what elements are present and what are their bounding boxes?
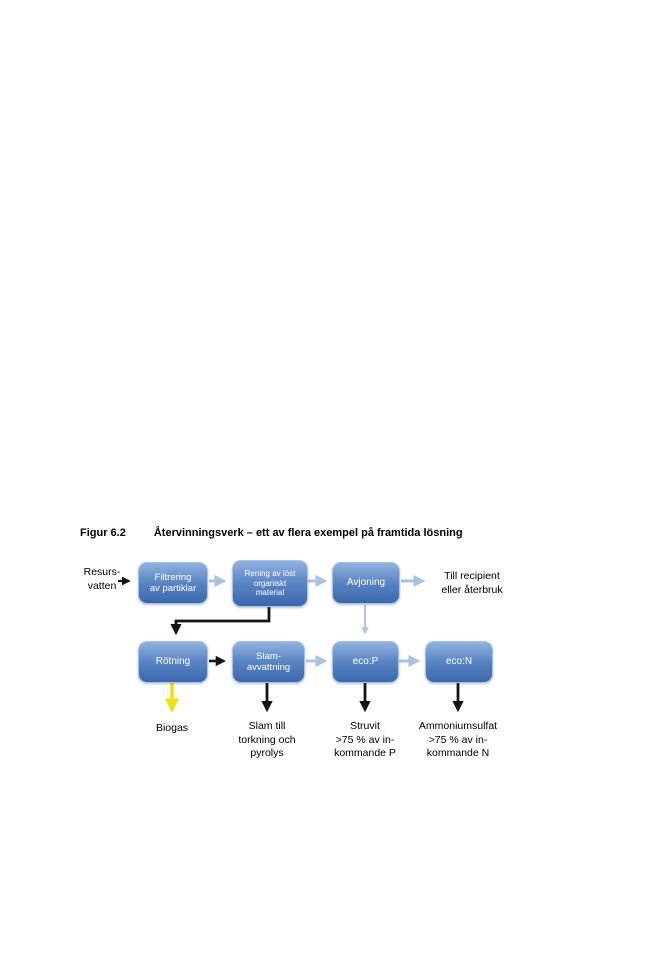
label-resursvatten: Resurs- vatten: [83, 566, 121, 592]
box-eco-p: eco:P: [332, 641, 399, 683]
label-slam-till-torkning: Slam till torkning och pyrolys: [238, 720, 296, 760]
label-till-recipient: Till recipient eller återbruk: [441, 570, 503, 596]
arrow-rening-to-rotning-elbow: [170, 606, 271, 636]
label-struvit: Struvit >75 % av in- kommande P: [334, 720, 396, 760]
box-slamavvattning: Slam- avvattning: [232, 641, 305, 683]
box-filtrering: Filtrering av partiklar: [138, 562, 208, 604]
box-rotning: Rötning: [138, 641, 208, 683]
figure-title: Återvinningsverk – ett av flera exempel …: [153, 527, 463, 539]
box-avjoning: Avjoning: [332, 562, 400, 604]
label-ammoniumsulfat: Ammoniumsulfat >75 % av in- kommande N: [418, 720, 498, 760]
box-rening-organiskt-material: Rening av löst organiskt material: [232, 560, 308, 607]
box-eco-n: eco:N: [425, 641, 493, 683]
figure-number: Figur 6.2: [80, 527, 126, 539]
figure-caption: Figur 6.2 Återvinningsverk – ett av flera…: [80, 527, 463, 539]
label-biogas: Biogas: [155, 722, 189, 734]
